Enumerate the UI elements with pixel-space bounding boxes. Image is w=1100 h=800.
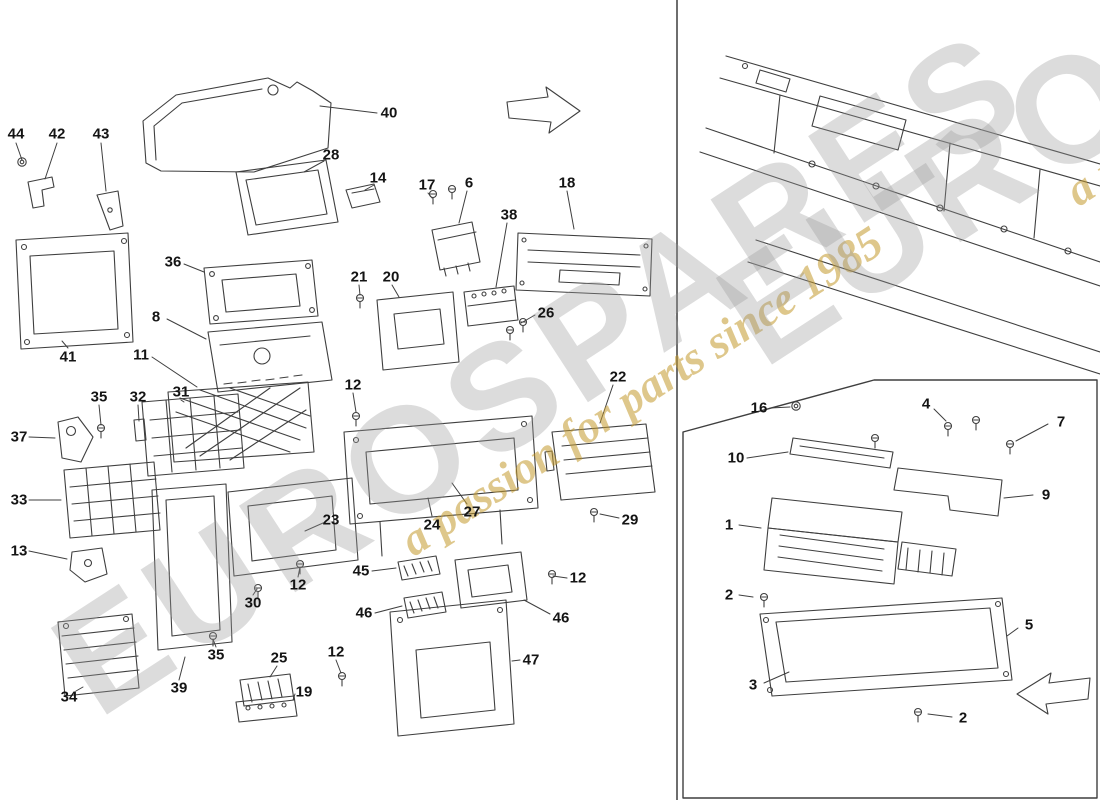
detail-inset-art (682, 379, 1098, 799)
chassis-overview-art (699, 55, 1100, 375)
arrow-left-icon (1016, 672, 1091, 715)
arrow-right-icon (506, 86, 581, 134)
exploded-parts-art (15, 77, 656, 737)
callout-leader-lines (15, 105, 1049, 718)
